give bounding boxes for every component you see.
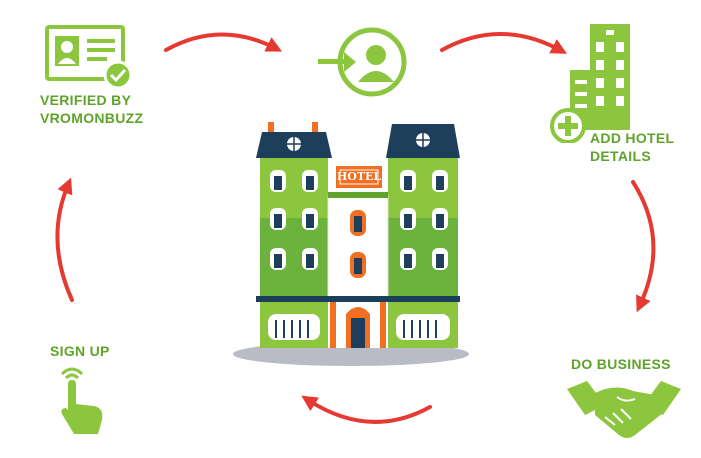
arrow-verified-to-login (164, 32, 283, 52)
tap-hand-icon (60, 367, 103, 434)
user-login-icon (318, 27, 407, 97)
verified-label: VERIFIED BY VROMONBUZZ (40, 91, 143, 127)
arrow-addhotel-to-business (631, 180, 656, 313)
verified-label-line1: VERIFIED BY (40, 92, 132, 108)
add-hotel-label: ADD HOTEL DETAILS (590, 129, 674, 165)
add-hotel-label-line2: DETAILS (590, 148, 651, 164)
hotel-building-illustration (233, 122, 469, 366)
verified-label-line2: VROMONBUZZ (40, 110, 144, 126)
id-card-check-icon (45, 25, 133, 90)
arrow-login-to-addhotel (440, 32, 568, 54)
sign-up-label: SIGN UP (50, 343, 110, 359)
hotel-sign-text: HOTEL (336, 170, 382, 183)
do-business-label: DO BUSINESS (571, 356, 671, 372)
building-plus-icon (550, 24, 630, 143)
add-hotel-label-line1: ADD HOTEL (590, 130, 675, 146)
arrow-business-to-signup (301, 395, 432, 424)
arrow-signup-to-verified (55, 177, 74, 302)
handshake-icon (567, 381, 681, 438)
